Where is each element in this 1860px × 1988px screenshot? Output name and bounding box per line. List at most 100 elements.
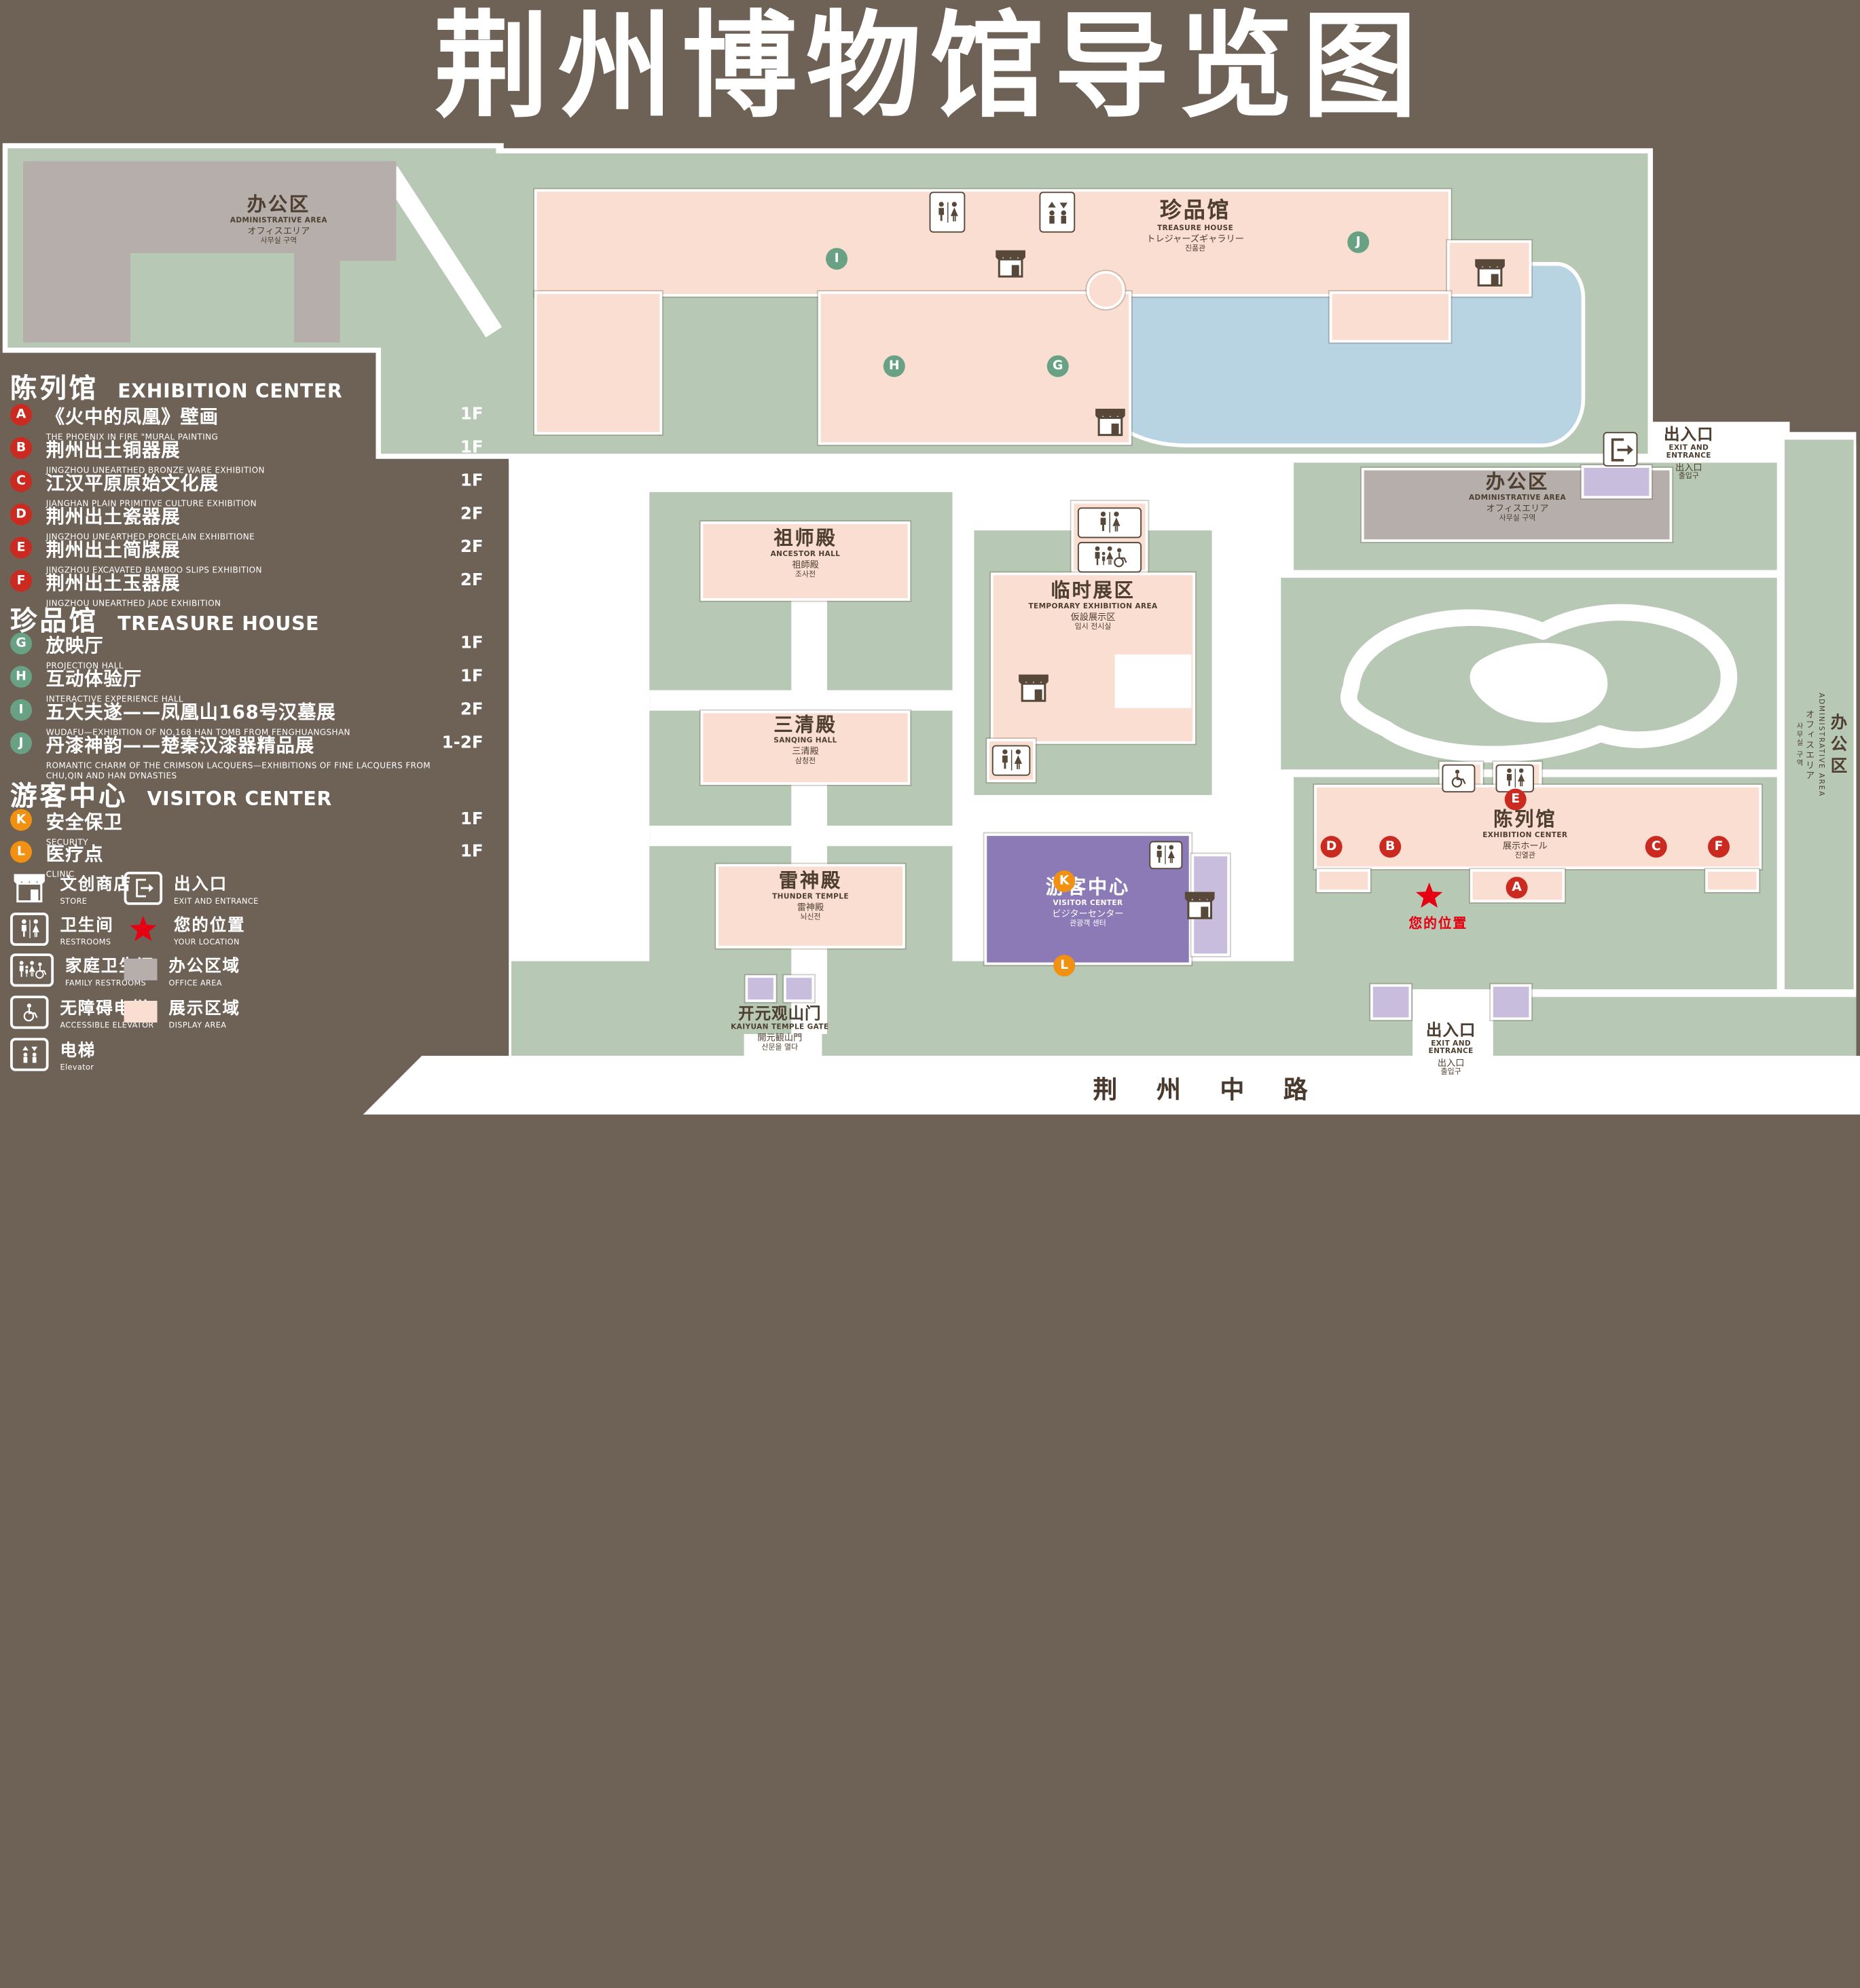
- admin-strip-label: 办公区 ADMINISTRATIVE AREA オフィスエリア 사무실 구역: [1795, 693, 1846, 798]
- section-visitor-center: 游客中心 VISITOR CENTER: [10, 781, 333, 812]
- display-area-swatch: [124, 1001, 158, 1023]
- walkway: [649, 690, 953, 711]
- family-restroom-icon: [1077, 542, 1142, 573]
- map-marker-g: G: [1046, 355, 1069, 378]
- restroom-icon: [929, 191, 966, 233]
- restroom-icon: [1077, 507, 1142, 538]
- section-treasure-house: 珍品馆 TREASURE HOUSE: [10, 606, 320, 637]
- road-name: 荆 州 中 路: [1093, 1076, 1324, 1105]
- elevator-icon: [10, 1037, 49, 1071]
- treasure-house-building: [818, 291, 1132, 445]
- exhibition-center-label: 陈列馆 EXHIBITION CENTER 展示ホール 진열관: [1482, 807, 1568, 860]
- temporary-exhibition-label: 临时展区 TEMPORARY EXHIBITION AREA 仮設展示区 임시 …: [1028, 578, 1158, 631]
- map-marker-e: E: [1504, 788, 1527, 811]
- treasure-house-building: [534, 291, 663, 435]
- exhibition-center-building: [1705, 869, 1759, 892]
- map-marker-k: K: [1053, 870, 1076, 892]
- exhibition-center-building: [1316, 869, 1371, 892]
- map-marker-h: H: [883, 355, 905, 378]
- restroom-icon: [1495, 764, 1534, 793]
- legend-exit: 出入口 EXIT AND ENTRANCE: [124, 870, 259, 906]
- treasure-house-label: 珍品馆 TREASURE HOUSE トレジャーズギャラリー 진품관: [1146, 198, 1244, 253]
- sanqing-hall-building: [700, 710, 911, 785]
- thunder-temple-label: 雷神殿 THUNDER TEMPLE 雷神殿 뇌신전: [772, 869, 849, 921]
- store-icon: [1093, 407, 1128, 439]
- list-item-i: I 五大夫遂——凤凰山168号汉墓展 WUDAFU—EXHIBITION OF …: [10, 698, 484, 737]
- lawn: [1493, 997, 1857, 1056]
- thunder-temple-building: [716, 864, 905, 949]
- map-marker-l: L: [1053, 955, 1076, 977]
- marker-badge-i: I: [10, 699, 33, 721]
- accessible-elevator-icon: [1442, 764, 1476, 793]
- legend-restrooms: 卫生间 RESTROOMS: [10, 911, 114, 946]
- map-marker-i: I: [826, 248, 848, 270]
- marker-badge-l: L: [10, 841, 33, 863]
- store-icon: [1473, 257, 1508, 289]
- list-item-f: F 荆州出土玉器展 JINGZHOU UNEARTHED JADE EXHIBI…: [10, 569, 484, 608]
- visitor-center-label: 游客中心 VISITOR CENTER ビジターセンター 관광객 센터: [1045, 875, 1131, 928]
- location-star-icon: [128, 914, 158, 944]
- marker-badge-c: C: [10, 470, 33, 492]
- list-item-e: E 荆州出土简牍展 JINGZHOU EXCAVATED BAMBOO SLIP…: [10, 536, 484, 575]
- legend-store: 文创商店 STORE: [10, 870, 132, 906]
- store-icon: [12, 871, 48, 904]
- marker-badge-e: E: [10, 536, 33, 559]
- page-title: 荆州博物馆导览图: [434, 0, 1426, 134]
- ancestor-hall-label: 祖师殿 ANCESTOR HALL 祖師殿 조사전: [770, 526, 841, 579]
- store-icon: [1017, 672, 1051, 704]
- map-marker-f: F: [1708, 836, 1730, 858]
- lawn: [511, 961, 744, 1056]
- kaiyuan-gate-structure: [745, 975, 776, 1002]
- courtyard: [1114, 654, 1192, 708]
- store-icon: [993, 248, 1028, 280]
- south-entrance-structure: [1370, 984, 1412, 1020]
- treasure-house-building: [1329, 291, 1451, 343]
- accessible-elevator-icon: [10, 995, 49, 1029]
- lawn: [822, 961, 1413, 1056]
- office-area-swatch: [124, 959, 158, 981]
- map-marker-d: D: [1320, 836, 1343, 858]
- restroom-icon: [991, 745, 1031, 776]
- garden-paths: [1341, 604, 1738, 763]
- marker-badge-j: J: [10, 732, 33, 754]
- marker-badge-g: G: [10, 632, 33, 655]
- section-exhibition-center: 陈列馆 EXHIBITION CENTER: [10, 373, 343, 404]
- list-item-l: L 医疗点 CLINIC 1F: [10, 840, 484, 879]
- list-item-j: J 丹漆神韵——楚秦汉漆器精品展 ROMANTIC CHARM OF THE C…: [10, 731, 484, 781]
- lawn: [1784, 439, 1854, 990]
- family-restroom-icon: [10, 953, 54, 987]
- map-marker-b: B: [1379, 836, 1402, 858]
- east-entrance-label: 出入口 EXIT AND ENTRANCE 出入口 출입구: [1664, 424, 1714, 481]
- marker-badge-d: D: [10, 503, 33, 526]
- legend-elevator: 电梯 Elevator: [10, 1037, 96, 1071]
- your-location-label: 您的位置: [1408, 916, 1468, 932]
- map-marker-j: J: [1347, 231, 1370, 253]
- legend-display-area: 展示区域 DISPLAY AREA: [124, 995, 240, 1029]
- exit-icon: [1603, 432, 1638, 467]
- admin-top-label: 办公区 ADMINISTRATIVE AREA オフィスエリア 사무실 구역: [230, 193, 327, 245]
- map-marker-a: A: [1506, 877, 1528, 899]
- your-location-star-icon: [1414, 881, 1444, 911]
- kaiyuan-gate-structure: [783, 975, 815, 1002]
- road: [363, 1055, 1860, 1115]
- restroom-icon: [1149, 841, 1183, 870]
- list-item-h: H 互动体验厅 INTERACTIVE EXPERIENCE HALL 1F: [10, 665, 484, 704]
- exit-icon: [124, 871, 163, 905]
- admin-mid-label: 办公区 ADMINISTRATIVE AREA オフィスエリア 사무실 구역: [1468, 470, 1567, 523]
- map-marker-c: C: [1645, 836, 1667, 858]
- restroom-icon: [10, 912, 49, 946]
- walkway: [791, 600, 827, 1034]
- legend-your-location: 您的位置 YOUR LOCATION: [124, 911, 246, 946]
- list-item-d: D 荆州出土瓷器展 JINGZHOU UNEARTHED PORCELAIN E…: [10, 502, 484, 542]
- sanqing-hall-label: 三清殿 SANQING HALL 三清殿 삼청전: [773, 713, 837, 766]
- legend-office-area: 办公区域 OFFICE AREA: [124, 952, 240, 987]
- treasure-house-building: [534, 189, 1451, 297]
- list-item-g: G 放映厅 PROJECTION HALL 1F: [10, 631, 484, 671]
- marker-badge-a: A: [10, 403, 33, 426]
- marker-badge-h: H: [10, 665, 33, 688]
- treasure-house-pavilion: [1087, 271, 1125, 310]
- south-entrance-label: 出入口 EXIT AND ENTRANCE 出入口 출입구: [1425, 1020, 1476, 1077]
- marker-badge-k: K: [10, 809, 33, 831]
- list-item-c: C 江汉平原原始文化展 JIANGHAN PLAIN PRIMITIVE CUL…: [10, 469, 484, 509]
